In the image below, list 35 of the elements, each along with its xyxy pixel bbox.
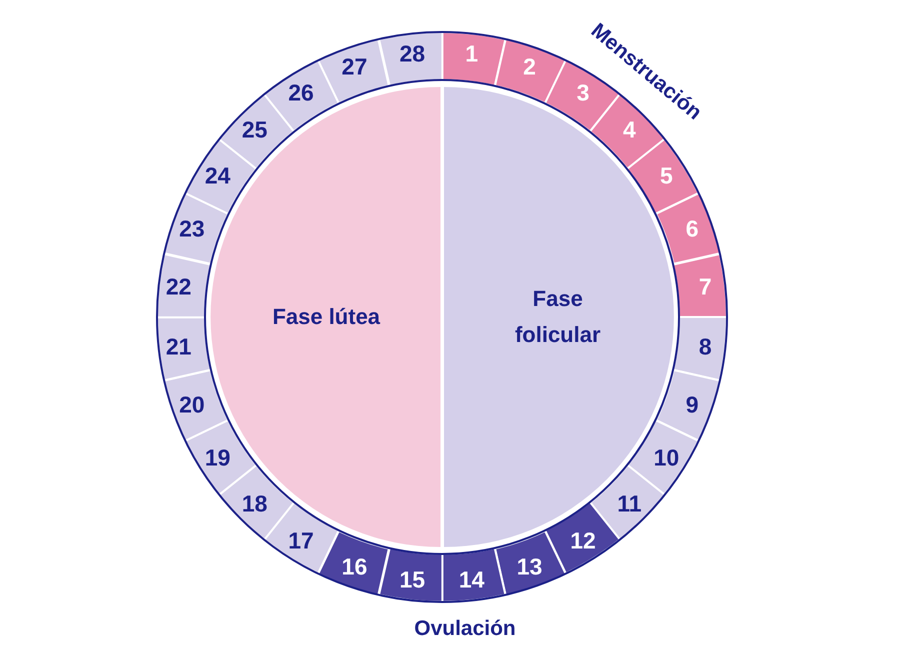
day-number: 3 (576, 79, 590, 106)
day-number: 16 (342, 554, 368, 581)
day-number: 20 (179, 391, 205, 418)
day-number: 21 (166, 333, 192, 360)
day-number: 22 (166, 274, 192, 301)
day-segment (157, 317, 211, 380)
day-number: 4 (622, 116, 636, 144)
day-number: 26 (288, 79, 314, 106)
day-number: 2 (523, 53, 536, 80)
day-number: 6 (686, 216, 698, 243)
day-segment (378, 32, 442, 86)
day-number: 9 (686, 391, 698, 418)
day-number: 13 (516, 554, 542, 581)
phase-label: Fase folicular (514, 285, 602, 349)
day-segment (442, 548, 506, 602)
phase-label: Fase lútea (271, 303, 382, 331)
day-segment (673, 254, 727, 317)
day-number: 14 (458, 566, 484, 594)
day-number: 5 (660, 162, 673, 190)
day-number: 28 (400, 40, 426, 68)
day-number: 25 (242, 116, 268, 144)
day-number: 8 (698, 333, 712, 360)
day-number: 19 (204, 444, 230, 472)
day-number: 12 (570, 528, 596, 555)
day-number: 23 (179, 216, 205, 243)
day-number: 11 (617, 490, 642, 518)
day-number: 17 (288, 528, 314, 555)
day-number: 24 (204, 162, 230, 190)
day-number: 7 (698, 274, 712, 301)
phase-caption: Ovulación (414, 617, 516, 641)
day-number: 18 (242, 490, 268, 518)
day-number: 10 (654, 444, 680, 472)
day-number: 1 (465, 40, 478, 68)
day-number: 27 (342, 53, 368, 80)
day-number: 15 (400, 566, 426, 594)
